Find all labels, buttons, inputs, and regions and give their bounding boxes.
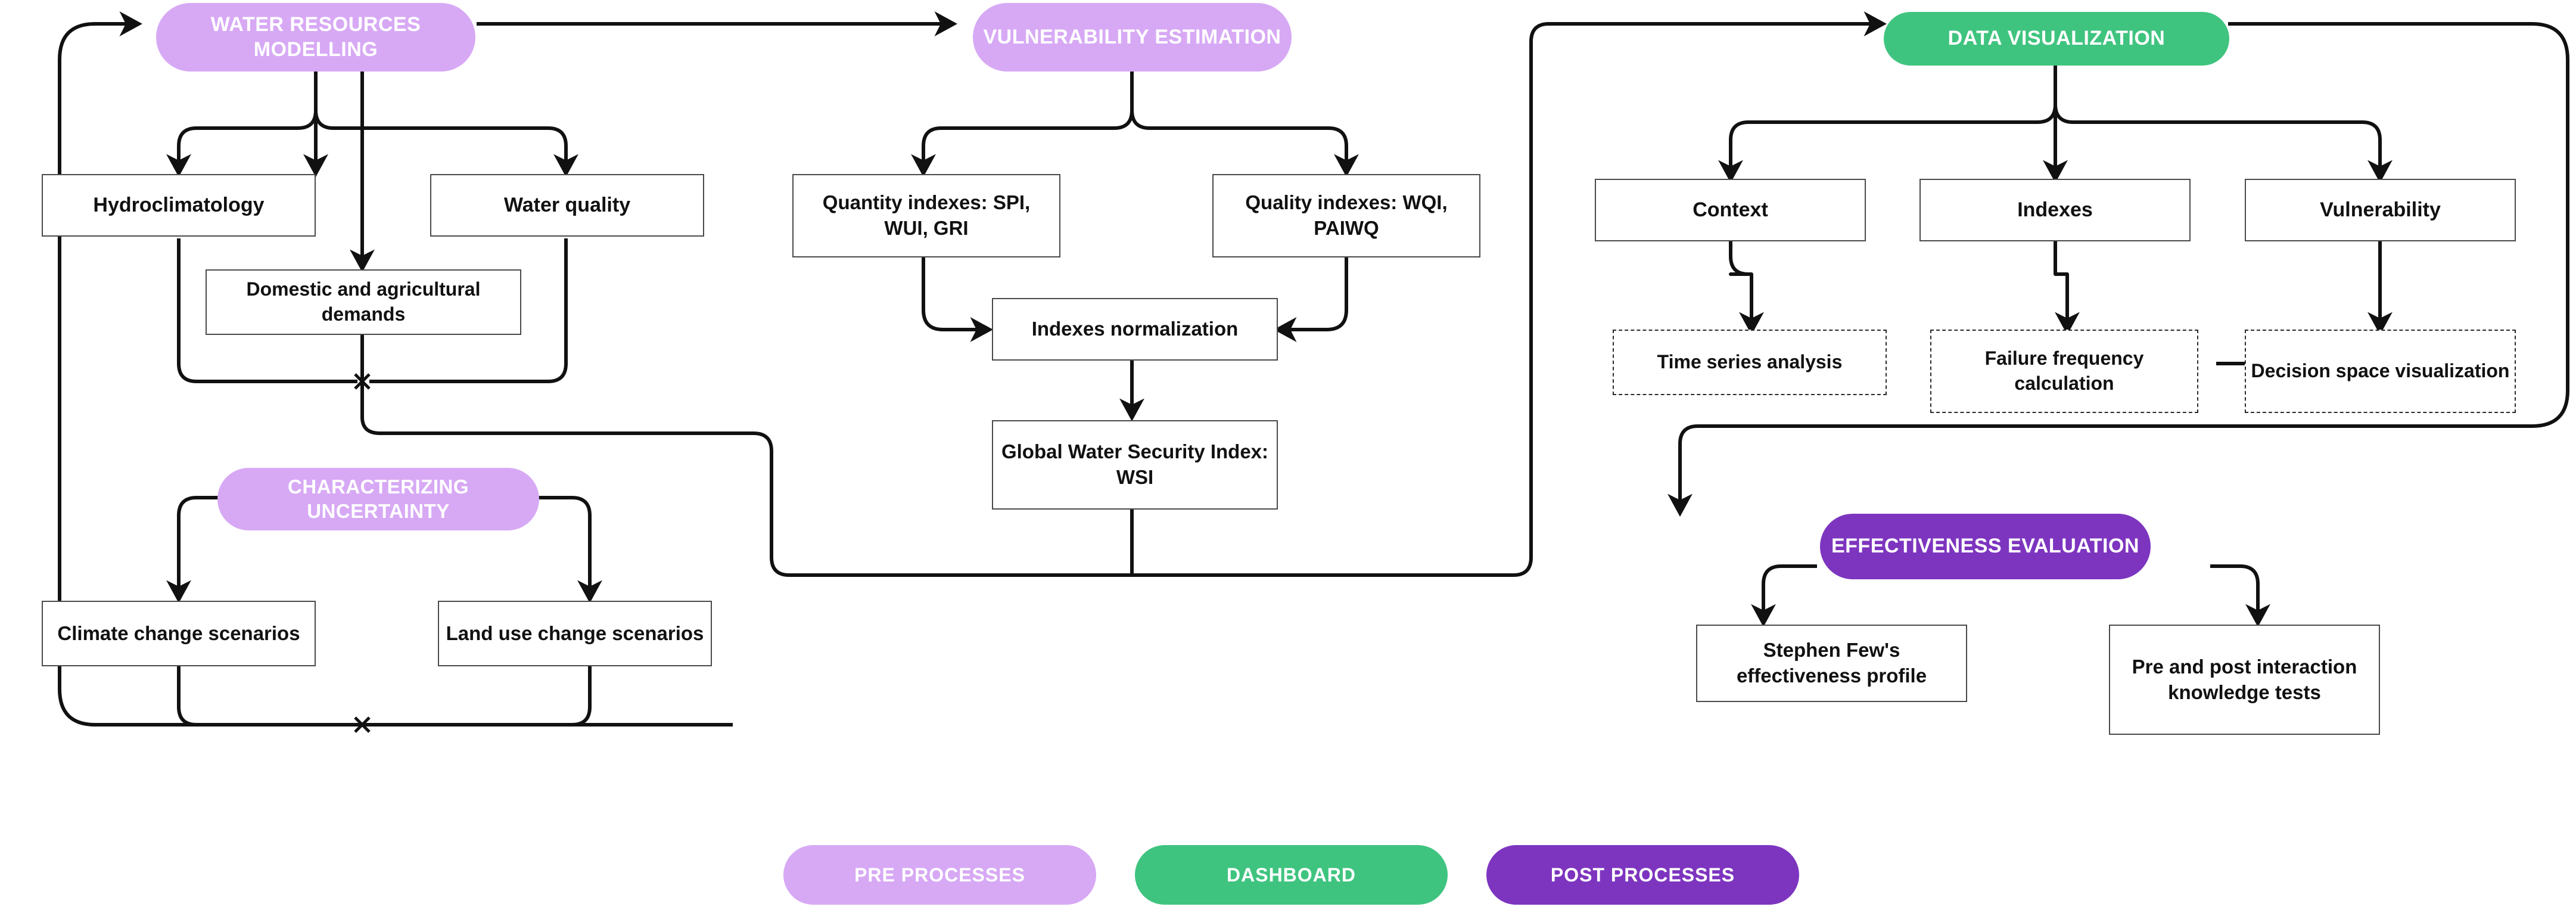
edge-wrm-to-hydroclimatology [166,72,318,177]
edge-uncertainty-to-wrm [58,11,733,726]
edge-crossmark-col1-bottom [354,716,371,733]
edge-landuse-to-bus [369,665,592,726]
node-decision-space-visualization[interactable]: Decision space visualization [2245,330,2516,413]
node-hydroclimatology[interactable]: Hydroclimatology [42,174,316,237]
stage-water-resources-modelling[interactable]: WATER RESOURCES MODELLING [156,3,475,72]
stage-data-visualization[interactable]: DATA VISUALIZATION [1884,12,2229,66]
node-water-quality[interactable]: Water quality [430,174,704,237]
node-pre-post-knowledge-tests[interactable]: Pre and post interaction knowledge tests [2109,625,2380,735]
node-indexes[interactable]: Indexes [1919,179,2191,241]
node-quality-indexes[interactable]: Quality indexes: WQI, PAIWQ [1212,174,1480,257]
edge-uncertainty-to-landuse [536,496,602,603]
node-quantity-indexes[interactable]: Quantity indexes: SPI, WUI, GRI [792,174,1060,257]
edge-ve-to-quantity-indexes [911,72,1134,177]
edge-ee-to-knowledgetests [2210,564,2270,627]
node-context[interactable]: Context [1595,179,1866,241]
node-domestic-agricultural-demands[interactable]: Domestic and agricultural demands [206,269,521,335]
legend-dashboard[interactable]: DASHBOARD [1135,845,1448,905]
edge-bus-to-data-visualization [360,11,1887,577]
node-indexes-normalization[interactable]: Indexes normalization [992,298,1278,361]
node-climate-change-scenarios[interactable]: Climate change scenarios [42,601,316,666]
edge-wrm-to-water-quality [314,72,578,177]
legend-pre-processes[interactable]: PRE PROCESSES [783,845,1096,905]
edge-dv-to-effectiveness [1667,22,2569,517]
edge-context-to-timeseries [1729,221,1764,335]
edge-crossmark-col1 [354,373,371,390]
edge-uncertainty-to-climate [166,496,250,603]
edge-waterquality-to-bus [369,238,568,383]
edge-dv-to-vulnerability [2054,63,2393,183]
node-vulnerability[interactable]: Vulnerability [2245,179,2516,241]
node-time-series-analysis[interactable]: Time series analysis [1613,330,1887,395]
edge-ve-to-quality-indexes [1130,72,1359,177]
edge-quality-to-normalization [1274,256,1348,342]
edge-climate-to-bus [177,665,357,726]
node-land-use-change-scenarios[interactable]: Land use change scenarios [438,601,712,666]
stage-characterizing-uncertainty[interactable]: CHARACTERIZING UNCERTAINTY [217,468,539,530]
legend-post-processes[interactable]: POST PROCESSES [1486,845,1799,905]
node-global-water-security-index[interactable]: Global Water Security Index: WSI [992,420,1278,510]
edge-hydro-to-bus [177,238,357,383]
stage-effectiveness-evaluation[interactable]: EFFECTIVENESS EVALUATION [1820,514,2151,579]
edge-ee-to-stephenfew [1751,564,1817,627]
edge-indexes-to-failurefreq [2054,221,2080,335]
stage-vulnerability-estimation[interactable]: VULNERABILITY ESTIMATION [973,3,1292,72]
edge-dv-to-context [1718,63,2057,183]
edge-quantity-to-normalization [922,256,993,342]
node-failure-frequency-calculation[interactable]: Failure frequency calculation [1930,330,2198,413]
node-stephen-few-effectiveness-profile[interactable]: Stephen Few's effectiveness profile [1696,625,1967,702]
